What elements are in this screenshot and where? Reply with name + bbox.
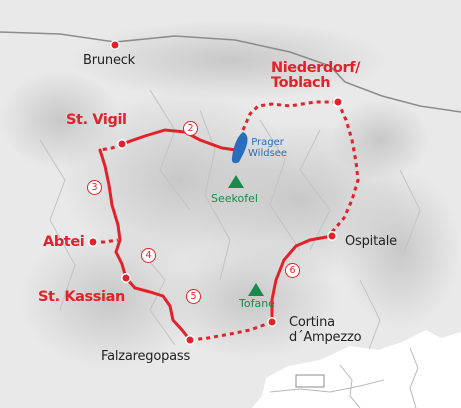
route-ospitale-cortina	[270, 234, 334, 324]
label-niederdorf-line1: Niederdorf/	[271, 60, 361, 76]
stage-marker-6: 6	[285, 263, 300, 278]
label-bruneck: Bruneck	[83, 53, 136, 68]
label-lake-line1: Prager	[251, 137, 284, 148]
red-dot-icon	[333, 97, 343, 107]
route-lake-niederdorf	[241, 100, 338, 131]
label-abtei: Abtei	[43, 234, 85, 250]
locator-map-inset	[252, 330, 461, 408]
red-dot-icon	[185, 335, 195, 345]
stage-marker-3: 3	[87, 180, 102, 195]
route-cortina-falzarego	[189, 320, 273, 342]
stage-marker-5: 5	[186, 289, 201, 304]
label-cortina-line1: Cortina	[289, 315, 335, 330]
label-lake: Prager Wildsee	[248, 137, 288, 159]
red-dot-icon	[88, 237, 98, 247]
label-cortina-line2: d´Ampezzo	[289, 329, 362, 345]
stage-marker-2: 2	[183, 121, 198, 136]
label-falzaregopass: Falzaregopass	[101, 349, 191, 364]
lake-icon	[231, 132, 248, 164]
label-st-vigil: St. Vigil	[66, 112, 127, 128]
label-niederdorf-line2: Toblach	[271, 75, 331, 92]
label-peak-tofane: Tofane	[239, 297, 275, 310]
red-dot-icon	[327, 231, 337, 241]
red-dot-icon	[117, 139, 127, 149]
mountain-icon	[228, 175, 244, 188]
label-peak-seekofel: Seekofel	[211, 192, 258, 205]
main-road	[0, 31, 461, 113]
label-niederdorf: Niederdorf/ Toblach	[271, 60, 361, 92]
route-stkassian-falzarego	[124, 276, 192, 342]
red-dot-icon	[121, 273, 131, 283]
mountain-icon	[248, 283, 264, 296]
red-dot-icon	[267, 317, 277, 327]
label-lake-line2: Wildsee	[248, 147, 288, 159]
route-stvigil-stkassian	[98, 148, 128, 280]
label-st-kassian: St. Kassian	[38, 289, 125, 305]
inset-area-marker	[295, 374, 325, 388]
label-ospitale: Ospitale	[345, 234, 397, 249]
label-cortina: Cortina d´Ampezzo	[289, 315, 362, 346]
red-dot-icon	[110, 40, 120, 50]
town-markers	[88, 40, 343, 345]
stage-marker-4: 4	[141, 248, 156, 263]
